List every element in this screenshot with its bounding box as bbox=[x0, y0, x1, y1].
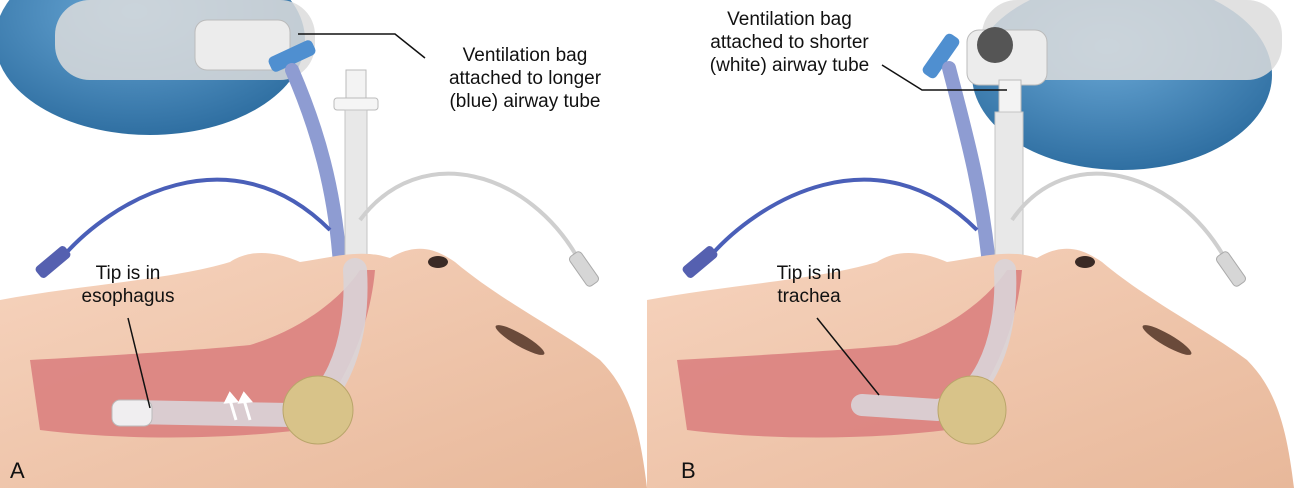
callout-line-2: attached to shorter bbox=[687, 31, 892, 54]
white-pilot-cable bbox=[1012, 174, 1227, 262]
blue-pilot-cable bbox=[60, 180, 330, 260]
callout-label: Ventilation bag attached to longer (blue… bbox=[430, 44, 620, 113]
tip-label: Tip is in trachea bbox=[759, 262, 859, 308]
patient-nostril bbox=[1075, 256, 1095, 268]
tip-line-2: trachea bbox=[759, 285, 859, 308]
callout-line-1: Ventilation bag bbox=[687, 8, 892, 31]
panel-letter: B bbox=[681, 458, 696, 484]
white-airway-tube bbox=[995, 80, 1023, 270]
callout-line-1: Ventilation bag bbox=[430, 44, 620, 67]
callout-line-3: (blue) airway tube bbox=[430, 90, 620, 113]
callout-label: Ventilation bag attached to shorter (whi… bbox=[687, 8, 892, 77]
tip-line-1: Tip is in bbox=[759, 262, 859, 285]
panel-a: Ventilation bag attached to longer (blue… bbox=[0, 0, 647, 488]
tip-label: Tip is in esophagus bbox=[68, 262, 188, 308]
callout-line-2: attached to longer bbox=[430, 67, 620, 90]
blue-cable-connector bbox=[681, 244, 719, 279]
white-cable-connector bbox=[568, 250, 600, 288]
callout-leader-line bbox=[298, 34, 425, 58]
panel-b: Ventilation bag attached to shorter (whi… bbox=[647, 0, 1294, 488]
callout-line-3: (white) airway tube bbox=[687, 54, 892, 77]
blue-cable-connector bbox=[34, 244, 72, 279]
pharyngeal-balloon bbox=[938, 376, 1006, 444]
tube-tip bbox=[112, 400, 152, 426]
panel-letter: A bbox=[10, 458, 25, 484]
ventilation-bag bbox=[0, 0, 315, 135]
pharyngeal-balloon bbox=[283, 376, 353, 444]
white-pilot-cable bbox=[360, 174, 580, 262]
patient-nostril bbox=[428, 256, 448, 268]
tip-line-2: esophagus bbox=[68, 285, 188, 308]
white-cable-connector bbox=[1215, 250, 1247, 288]
blue-pilot-cable bbox=[707, 180, 977, 260]
tip-line-1: Tip is in bbox=[68, 262, 188, 285]
